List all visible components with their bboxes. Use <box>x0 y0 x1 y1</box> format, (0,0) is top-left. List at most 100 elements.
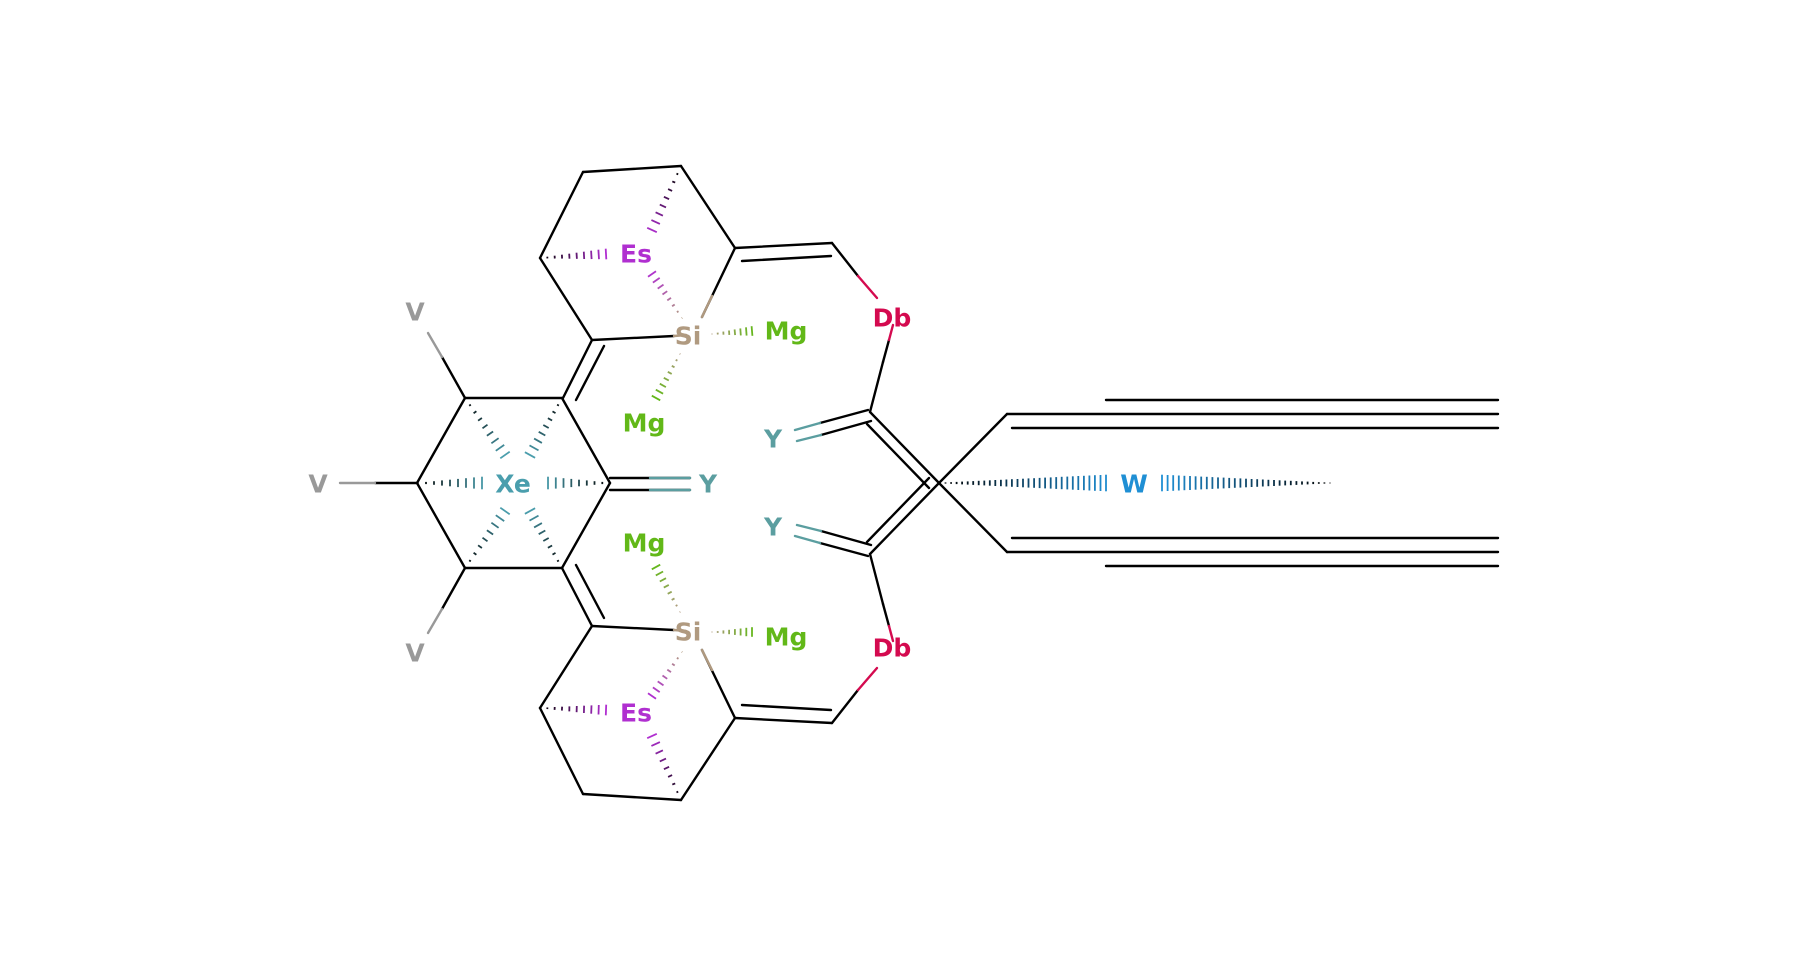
atom-mg-top-right: Mg <box>765 317 808 346</box>
hash-stroke <box>658 285 664 289</box>
hash-stroke <box>557 560 559 561</box>
bond <box>702 296 712 317</box>
hash-stroke <box>660 205 666 208</box>
hash-stroke <box>667 298 671 301</box>
hash-stroke <box>530 445 539 450</box>
bond <box>702 650 712 670</box>
atom-xe: Xe <box>495 470 531 499</box>
bond <box>867 478 929 542</box>
hash-stroke <box>672 783 675 784</box>
bond <box>428 333 442 357</box>
bond <box>540 172 583 258</box>
hash-stroke <box>525 508 535 514</box>
bond <box>540 626 592 708</box>
hash-stroke <box>652 565 660 570</box>
atom-db-bot: Db <box>873 634 912 663</box>
hash-stroke <box>667 670 671 673</box>
hash-stroke <box>543 538 548 541</box>
bond <box>797 525 821 531</box>
hash-stroke <box>469 560 471 561</box>
atom-mg-top-down: Mg <box>623 409 666 438</box>
bond <box>742 256 831 261</box>
hash-stroke <box>491 438 498 443</box>
hash-stroke <box>491 523 498 528</box>
bond <box>540 708 583 794</box>
hash-stroke <box>487 530 493 534</box>
hash-stroke <box>677 311 679 312</box>
atom-si-bot: Si <box>675 618 702 647</box>
hash-stroke <box>672 598 675 600</box>
bond <box>417 483 465 568</box>
bond <box>821 421 871 435</box>
hash-stroke <box>672 366 675 368</box>
hash-stroke <box>474 411 477 413</box>
bond <box>821 531 871 545</box>
hash-stroke <box>530 516 539 521</box>
hash-stroke <box>591 251 592 259</box>
bond <box>583 794 681 800</box>
hash-stroke <box>651 220 660 224</box>
hash-stroke <box>672 664 675 666</box>
atom-mg-bot-right: Mg <box>765 623 808 652</box>
atom-v-bot: V <box>405 639 425 668</box>
bond <box>576 565 604 618</box>
hash-stroke <box>660 578 666 581</box>
hash-stroke <box>668 189 672 191</box>
hash-stroke <box>548 418 552 420</box>
hash-stroke <box>606 249 607 260</box>
bond <box>795 423 820 430</box>
hash-stroke <box>658 681 664 685</box>
hash-stroke <box>663 676 668 679</box>
hash-stroke <box>664 197 669 199</box>
hash-stroke <box>740 328 741 335</box>
hash-stroke <box>664 585 669 588</box>
hash-stroke <box>500 452 509 459</box>
atom-y-top: Y <box>763 425 783 454</box>
hash-stroke <box>647 228 657 232</box>
bond <box>592 626 674 630</box>
bond <box>540 258 592 340</box>
bond <box>576 346 604 400</box>
hash-stroke <box>483 425 488 429</box>
hash-stroke <box>543 425 548 428</box>
hash-stroke <box>668 372 672 374</box>
bond <box>592 336 674 340</box>
hash-stroke <box>752 326 753 336</box>
hash-stroke <box>676 360 678 361</box>
hash-stroke <box>648 271 656 276</box>
hash-stroke <box>534 523 542 527</box>
bond <box>583 166 681 172</box>
bond <box>681 718 735 800</box>
hash-stroke <box>651 742 660 746</box>
bond <box>562 568 592 626</box>
bond <box>820 410 868 423</box>
hash-stroke <box>660 384 666 387</box>
atom-es-bot: Es <box>620 699 652 728</box>
hash-stroke <box>539 531 546 535</box>
hash-stroke <box>677 792 679 793</box>
atom-mg-bot-up: Mg <box>623 529 666 558</box>
bond <box>442 357 465 398</box>
bond <box>870 412 939 483</box>
bond <box>939 483 1007 552</box>
hash-stroke <box>653 278 660 283</box>
bond <box>870 483 939 554</box>
hash-stroke <box>469 405 471 406</box>
bond <box>820 543 868 556</box>
atom-y-ring: Y <box>698 470 718 499</box>
hash-stroke <box>660 759 666 762</box>
hash-stroke <box>553 411 556 413</box>
atom-v-mid: V <box>308 470 328 499</box>
hash-stroke <box>664 767 669 769</box>
bond <box>428 609 442 633</box>
bond <box>832 690 858 723</box>
hash-stroke <box>500 508 509 515</box>
atom-w: W <box>1120 470 1148 499</box>
bond <box>858 668 877 690</box>
hash-stroke <box>664 378 669 381</box>
bond <box>883 340 889 362</box>
hash-stroke <box>676 605 678 606</box>
hash-stroke <box>668 775 672 777</box>
bond <box>858 276 877 298</box>
